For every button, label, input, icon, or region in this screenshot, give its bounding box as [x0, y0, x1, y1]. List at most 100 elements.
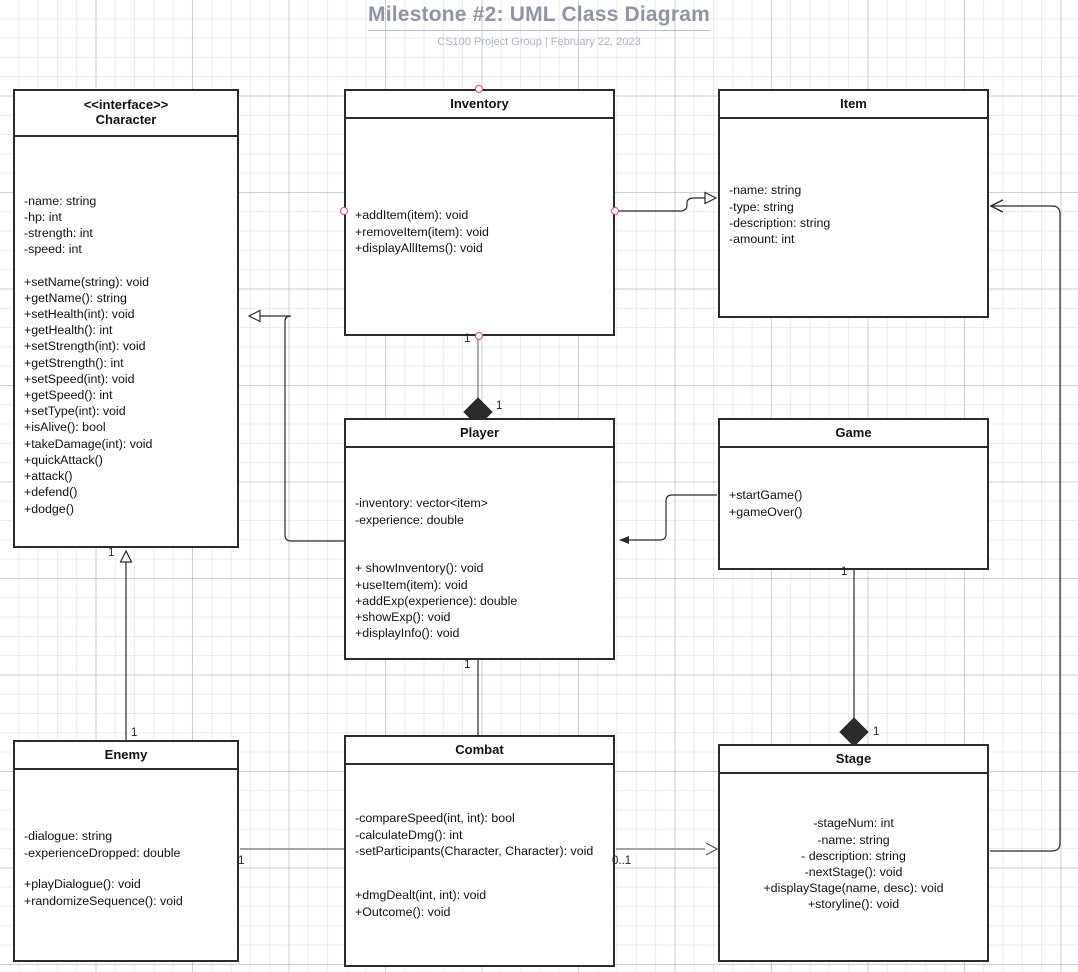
- method-row: +setHealth(int): void: [24, 307, 135, 322]
- method-row: +defend(): [24, 485, 78, 500]
- class-box-inventory[interactable]: Inventory +addItem(item): void +removeIt…: [344, 89, 615, 336]
- attribute-row: -name: string: [729, 183, 802, 198]
- method-row: +takeDamage(int): void: [24, 436, 153, 451]
- class-box-stage[interactable]: Stage -stageNum: int -name: string - des…: [718, 744, 989, 962]
- method-row: +startGame(): [729, 488, 803, 503]
- method-row: +attack(): [24, 469, 73, 484]
- method-row: +randomizeSequence(): void: [24, 893, 183, 908]
- attribute-row: -strength: int: [24, 226, 93, 241]
- class-box-player[interactable]: Player -inventory: vector<item> -experie…: [344, 418, 615, 660]
- selection-handle-bottom[interactable]: [475, 332, 483, 340]
- method-row: +getSpeed(): int: [24, 388, 113, 403]
- method-row: +playDialogue(): void: [24, 877, 141, 892]
- class-body-game: +startGame() +gameOver(): [720, 448, 987, 558]
- relationship-game-stage[interactable]: [839, 570, 869, 747]
- attribute-list-combat: -compareSpeed(int, int): bool -calculate…: [355, 810, 604, 859]
- class-name-item: Item: [840, 96, 867, 111]
- attribute-row: -experience: double: [355, 512, 464, 527]
- method-row: +Outcome(): void: [355, 904, 451, 919]
- attribute-row: -description: string: [729, 215, 831, 230]
- class-box-game[interactable]: Game +startGame() +gameOver(): [718, 418, 989, 570]
- relationship-inventory-player[interactable]: [463, 336, 493, 427]
- attribute-row: +storyline(): void: [807, 897, 900, 912]
- class-title-enemy: Enemy: [15, 742, 237, 771]
- class-name-character: Character: [95, 112, 157, 128]
- class-body-inventory: +addItem(item): void +removeItem(item): …: [346, 119, 613, 324]
- attribute-list-enemy: -dialogue: string -experienceDropped: do…: [24, 828, 228, 860]
- method-row: +displayInfo(): void: [355, 626, 460, 641]
- class-body-character: -name: string -hp: int -strength: int -s…: [15, 137, 237, 554]
- class-name-game: Game: [835, 425, 872, 440]
- attribute-list-stage: -stageNum: int -name: string - descripti…: [724, 815, 983, 912]
- class-box-item[interactable]: Item -name: string -type: string -descri…: [718, 89, 989, 318]
- method-row: +gameOver(): [729, 504, 803, 519]
- relationship-player-character[interactable]: [249, 316, 344, 542]
- multiplicity-label: 1: [496, 400, 503, 412]
- page-title: Milestone #2: UML Class Diagram: [368, 3, 710, 31]
- class-body-item: -name: string -type: string -description…: [720, 119, 987, 306]
- class-title-item: Item: [720, 91, 987, 120]
- multiplicity-label: 1: [108, 547, 115, 559]
- selection-handle-top[interactable]: [475, 85, 483, 93]
- selection-handle-left[interactable]: [340, 207, 348, 215]
- relationship-inventory-item[interactable]: [616, 198, 716, 212]
- method-row: +useItem(item): void: [355, 577, 468, 592]
- page-subtitle: CS100 Project Group | February 22, 2023: [437, 36, 641, 48]
- attribute-row: -speed: int: [24, 242, 82, 257]
- multiplicity-label: 1: [464, 659, 471, 671]
- class-body-combat: -compareSpeed(int, int): bool -calculate…: [346, 765, 613, 955]
- attribute-row: -amount: int: [729, 231, 795, 246]
- class-name-combat: Combat: [455, 742, 504, 757]
- multiplicity-label: 1: [873, 726, 880, 738]
- method-row: +setName(string): void: [24, 274, 149, 289]
- method-row: +removeItem(item): void: [355, 224, 489, 239]
- attribute-row: -compareSpeed(int, int): bool: [355, 811, 515, 826]
- attribute-row: -dialogue: string: [24, 829, 113, 844]
- relationship-combat-stage[interactable]: [616, 842, 719, 856]
- method-row: +getHealth(): int: [24, 323, 113, 338]
- class-body-stage: -stageNum: int -name: string - descripti…: [720, 774, 987, 950]
- method-row: +setSpeed(int): void: [24, 371, 135, 386]
- class-body-enemy: -dialogue: string -experienceDropped: do…: [15, 770, 237, 950]
- class-title-inventory: Inventory: [346, 91, 613, 120]
- attribute-list-item: -name: string -type: string -description…: [729, 182, 978, 247]
- method-row: +showExp(): void: [355, 609, 451, 624]
- method-row: +addItem(item): void: [355, 208, 469, 223]
- attribute-row: -calculateDmg(): int: [355, 827, 463, 842]
- class-body-player: -inventory: vector<item> -experience: do…: [346, 448, 613, 648]
- multiplicity-label: 0..1: [612, 855, 632, 867]
- class-title-player: Player: [346, 420, 613, 449]
- method-row: +quickAttack(): [24, 452, 103, 467]
- attribute-row: -type: string: [729, 199, 794, 214]
- method-row: +dodge(): [24, 501, 74, 516]
- class-box-character[interactable]: <<interface>> Character -name: string -h…: [13, 89, 239, 548]
- multiplicity-label: 1: [238, 855, 245, 867]
- attribute-list-player: -inventory: vector<item> -experience: do…: [355, 495, 604, 527]
- attribute-row: -stageNum: int: [813, 816, 894, 831]
- attribute-row: -inventory: vector<item>: [355, 496, 488, 511]
- multiplicity-label: 1: [131, 727, 138, 739]
- selection-handle-right[interactable]: [611, 207, 619, 215]
- class-name-enemy: Enemy: [104, 747, 148, 762]
- class-title-character: <<interface>> Character: [15, 91, 237, 137]
- method-row: +displayAllItems(): void: [355, 240, 483, 255]
- method-list-player: + showInventory(): void +useItem(item): …: [355, 560, 604, 641]
- attribute-row: - description: string: [801, 848, 906, 863]
- method-row: +addExp(experience): double: [355, 593, 518, 608]
- attribute-row: -nextStage(): void: [804, 864, 903, 879]
- class-box-combat[interactable]: Combat -compareSpeed(int, int): bool -ca…: [344, 735, 615, 967]
- attribute-row: -experienceDropped: double: [24, 845, 181, 860]
- attribute-list-character: -name: string -hp: int -strength: int -s…: [24, 193, 228, 258]
- relationship-stage-item[interactable]: [990, 206, 1061, 852]
- attribute-row: -name: string: [817, 832, 890, 847]
- multiplicity-label: 1: [841, 566, 848, 578]
- class-box-enemy[interactable]: Enemy -dialogue: string -experienceDropp…: [13, 740, 239, 962]
- method-list-game: +startGame() +gameOver(): [729, 487, 978, 519]
- method-list-combat: +dmgDealt(int, int): void +Outcome(): vo…: [355, 887, 604, 919]
- method-row: + showInventory(): void: [355, 561, 484, 576]
- relationship-game-player[interactable]: [619, 494, 717, 545]
- class-name-inventory: Inventory: [450, 96, 509, 111]
- diagram-header: Milestone #2: UML Class Diagram CS100 Pr…: [0, 0, 1078, 48]
- method-row: +setStrength(int): void: [24, 339, 146, 354]
